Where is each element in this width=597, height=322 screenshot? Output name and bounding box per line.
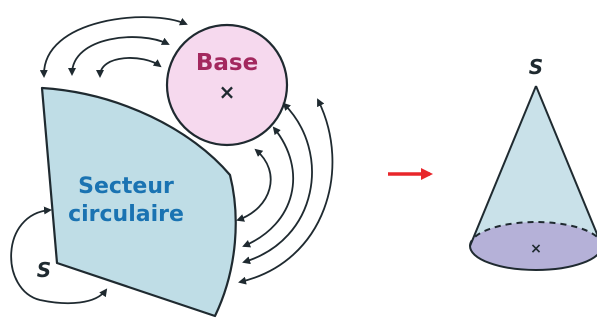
cone-net: Base × Secteur circulaire S [10,16,334,318]
wrap-arrow-top-3 [96,57,162,78]
cone: S × [469,55,597,271]
cone-base-front-edge [469,245,597,271]
wrap-arrow-top-2 [68,36,170,76]
cone-base-hidden-edge [469,221,597,247]
wrap-arrow-top-1 [39,16,188,78]
cone-apex-label: S [529,55,543,79]
wrap-arrow-right-1 [236,148,272,222]
cone-base-center-mark: × [530,241,542,257]
cone-left-edge [469,85,537,247]
wrap-arrow-right-4 [238,98,334,285]
cone-base-ellipse [470,222,597,270]
cone-right-edge [535,85,597,237]
sector-apex-label: S [37,258,51,282]
join-straight-edges-arrow [10,206,108,305]
base-center-mark: × [219,80,236,104]
sector-label-line1: Secteur [78,174,174,199]
wrap-arrow-right-2 [242,126,295,248]
sector-label-line2: circulaire [68,202,184,227]
base-label: Base [196,50,258,76]
